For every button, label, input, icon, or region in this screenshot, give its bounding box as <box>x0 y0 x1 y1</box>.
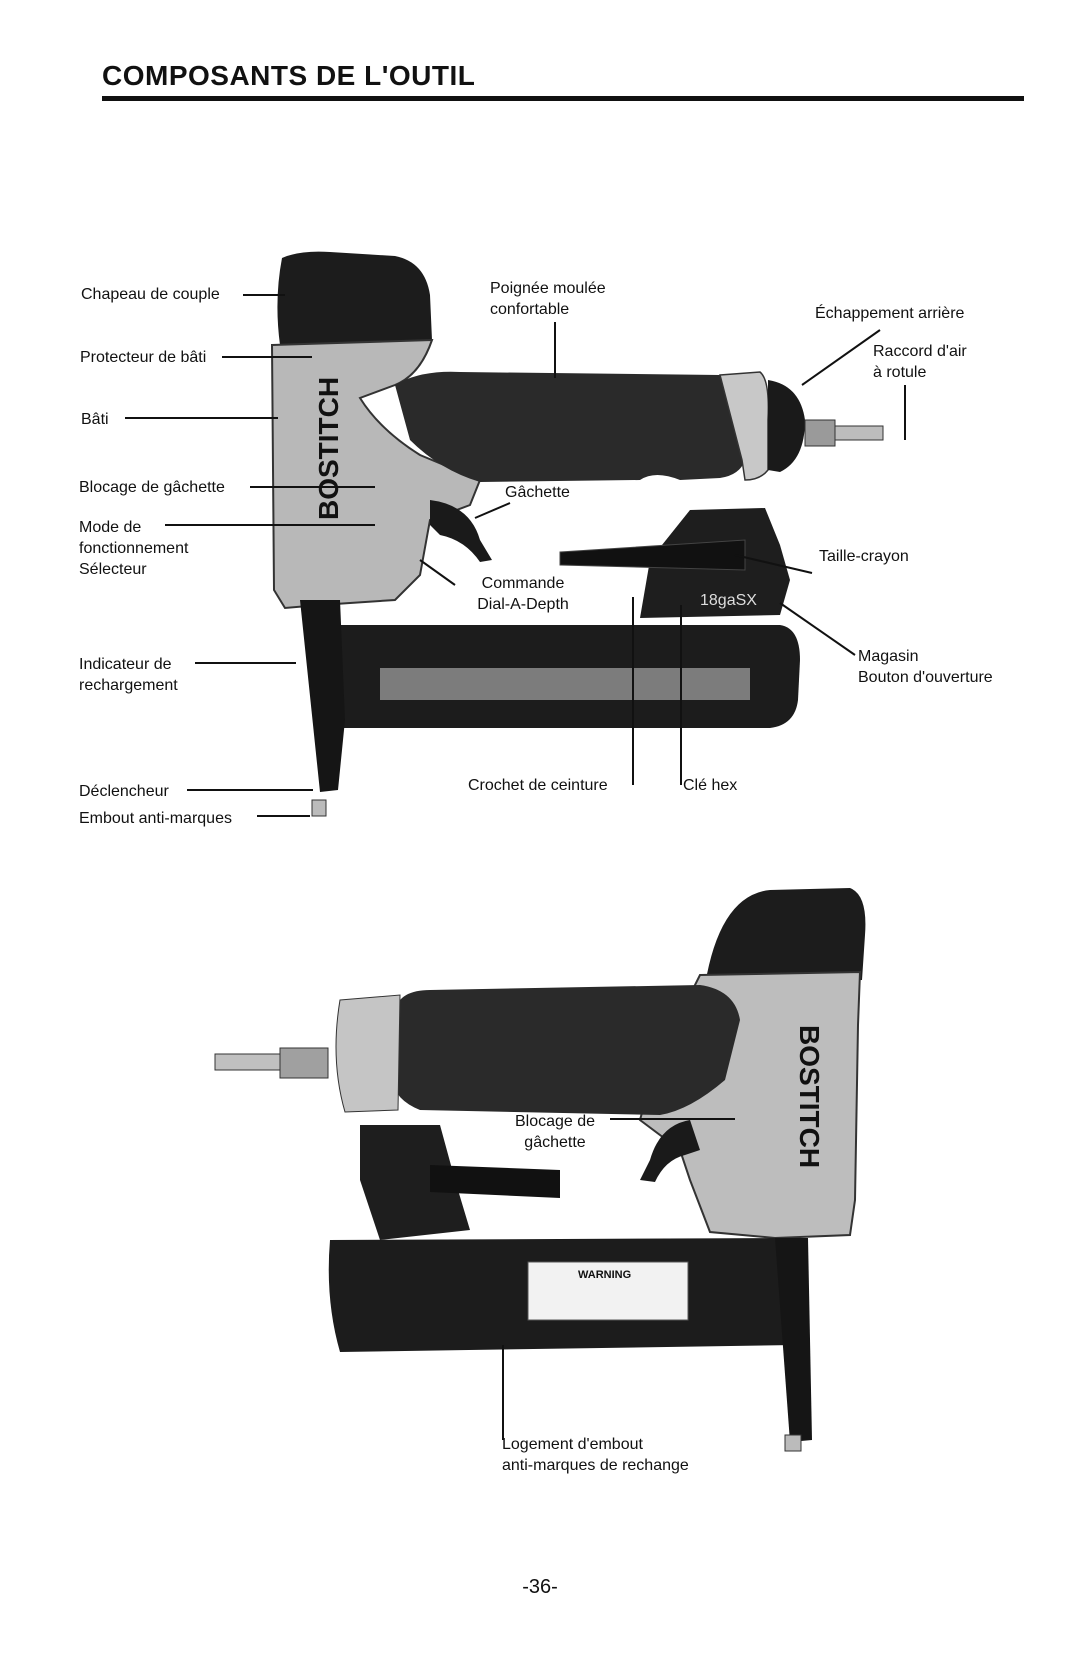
label-magazine-release: Magasin Bouton d'ouverture <box>858 648 993 686</box>
air-fitting-body <box>804 419 836 447</box>
frame-housing-shape <box>270 338 482 610</box>
leader-trigger <box>474 502 511 519</box>
fig2-warning-label <box>527 1261 689 1321</box>
no-mar-tip-shape <box>311 799 327 817</box>
grip-handle-shape <box>395 371 745 482</box>
label-trigger: Gâchette <box>505 484 570 501</box>
label-grip: Poignée moulée confortable <box>490 280 606 318</box>
page-title: COMPOSANTS DE L'OUTIL <box>102 60 476 91</box>
rear-cap-shape <box>768 380 805 472</box>
label-rear-exhaust: Échappement arrière <box>815 305 965 322</box>
fig2-trigger-shape <box>640 1120 700 1182</box>
leader-depth-dial <box>419 559 456 586</box>
leader-rear-exhaust <box>801 329 881 386</box>
label-belt-hook: Crochet de ceinture <box>468 777 608 794</box>
fig2-nose-shape <box>775 1238 812 1442</box>
fig2-label-trigger-lock: Blocage de gâchette <box>514 1113 596 1151</box>
label-pencil-sharpener: Taille-crayon <box>819 548 909 565</box>
title-divider <box>102 96 1024 101</box>
fig2-brand-text: BOSTITCH <box>794 1025 825 1168</box>
fig2-warning-text: WARNING <box>578 1269 631 1281</box>
label-air-fitting: Raccord d'air à rotule <box>873 343 967 381</box>
label-no-mar-tip: Embout anti-marques <box>79 810 232 827</box>
tool-brand-text: BOSTITCH <box>313 377 344 520</box>
air-fitting-nozzle <box>834 425 884 441</box>
label-contact-trip: Déclencheur <box>79 783 169 800</box>
fig2-magazine-block <box>360 1125 470 1240</box>
nose-shape <box>300 600 345 792</box>
fig2-air-fitting-body <box>279 1047 329 1079</box>
label-frame: Bâti <box>81 411 109 428</box>
belt-hook-shape <box>559 539 746 571</box>
label-hex-key: Clé hex <box>683 777 738 794</box>
fig2-grip-shape <box>392 985 740 1115</box>
leader-pencil-sharpener <box>734 554 813 574</box>
fig2-no-mar-tip <box>784 1434 802 1452</box>
label-mode-selector: Mode de fonctionnement Sélecteur <box>79 519 189 578</box>
fig2-head-shape <box>705 888 866 985</box>
label-reload-indicator: Indicateur de rechargement <box>79 656 178 694</box>
label-trigger-lock: Blocage de gâchette <box>79 479 225 496</box>
label-frame-guard: Protecteur de bâti <box>80 349 207 366</box>
page-number: -36- <box>522 1576 558 1598</box>
gauge-mark-text: 18gaSX <box>700 592 757 609</box>
fig2-belt-hook <box>430 1165 560 1198</box>
label-torque-cap: Chapeau de couple <box>81 286 220 303</box>
magazine-label-plate <box>380 668 750 700</box>
torque-cap-shape <box>277 251 432 345</box>
fig2-label-spare-tip: Logement d'embout anti-marques de rechan… <box>502 1436 689 1474</box>
fig2-air-fitting-nozzle <box>214 1053 281 1071</box>
label-depth-dial: Commande Dial-A-Depth <box>477 575 569 613</box>
trigger-shape <box>430 500 492 562</box>
fig2-rear-collar <box>335 994 401 1113</box>
leader-magazine-release <box>779 602 856 656</box>
